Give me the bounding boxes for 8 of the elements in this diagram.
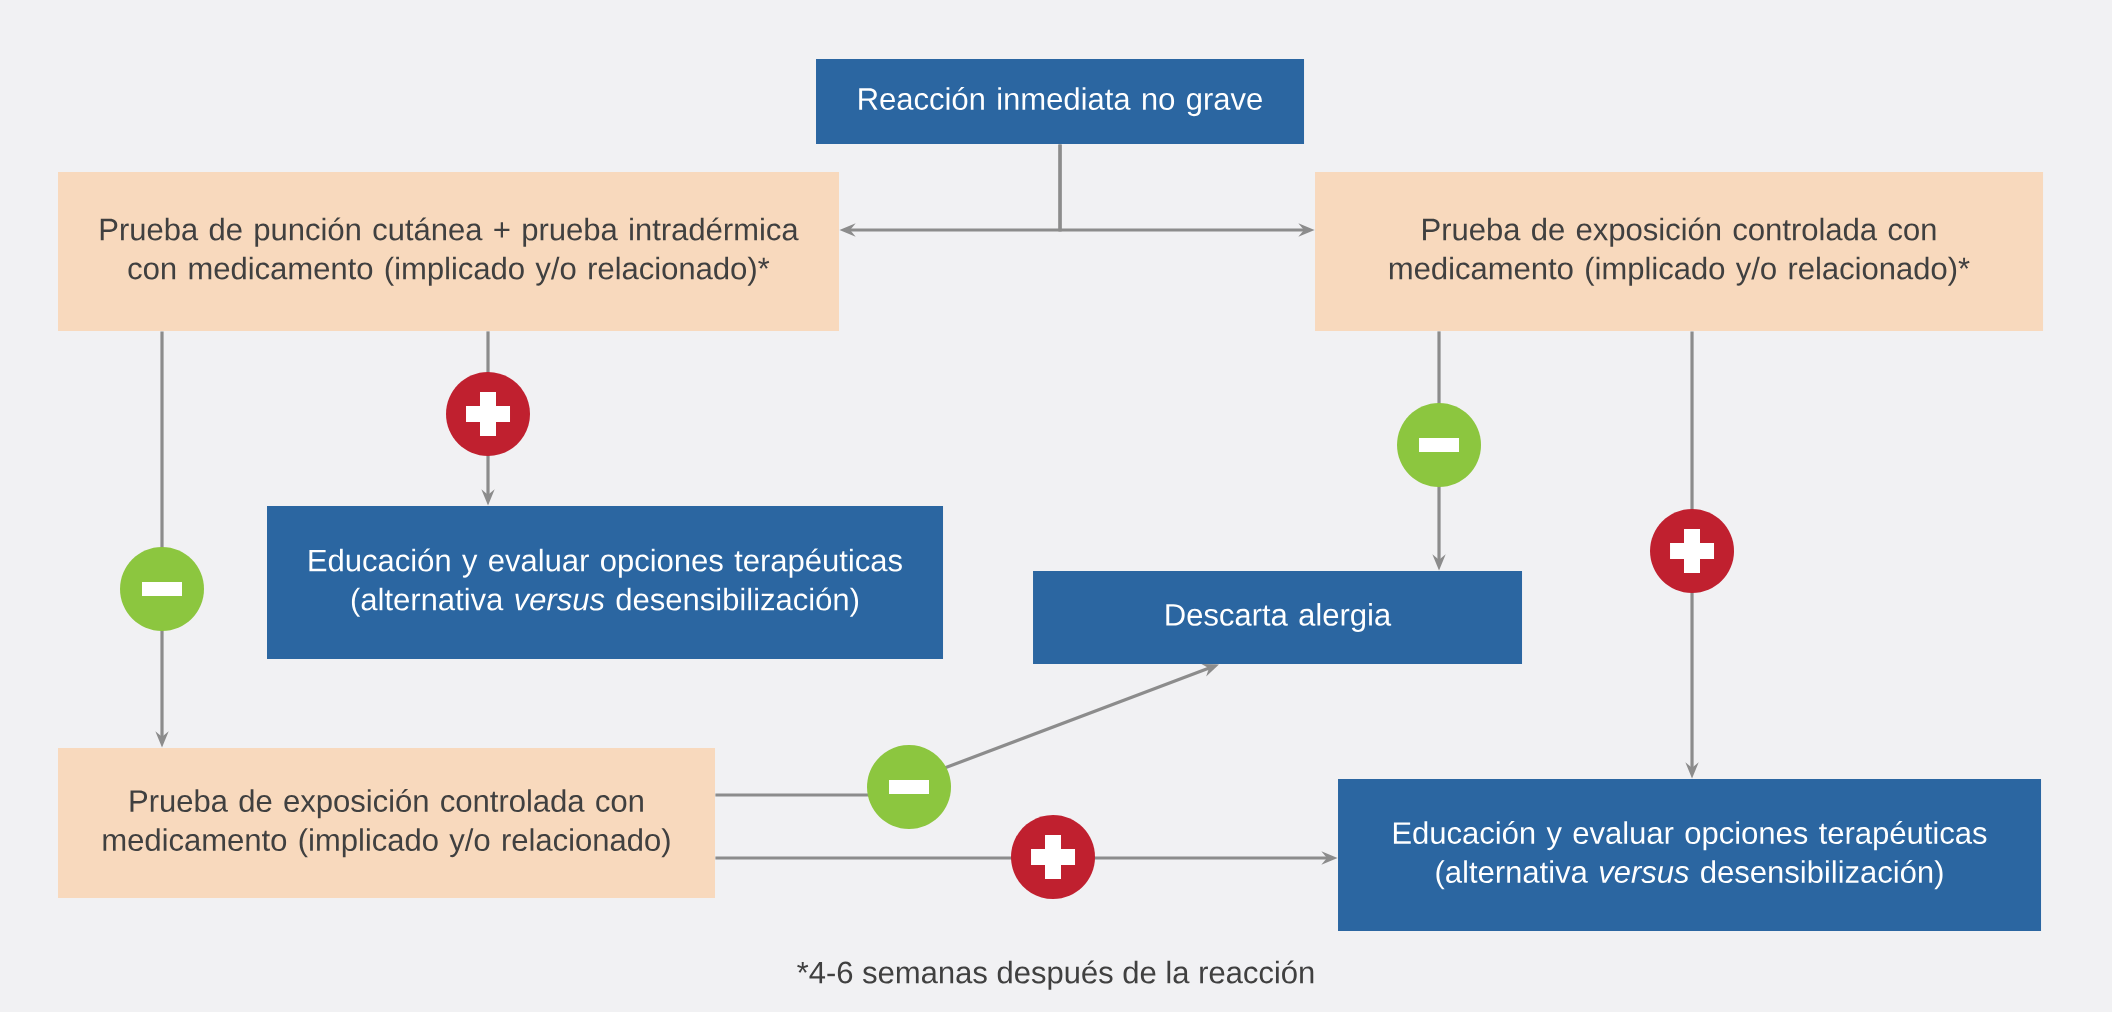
result-box: Descarta alergia <box>1033 571 1523 664</box>
caption: *4-6 semanas después de la reacción <box>797 960 1314 990</box>
result-box: Educación y evaluar opciones terapéuticas (alternativa versus desensibilización) <box>1338 779 2042 931</box>
process-box: Prueba de exposición controlada con medicamento (implicado y/o relacionado)* <box>1315 172 2044 331</box>
result-box: Educación y evaluar opciones terapéuticas (alternativa versus desensibilización) <box>267 506 943 659</box>
result-box: Reacción inmediata no grave <box>816 59 1304 144</box>
process-box: Prueba de punción cutánea + prueba intradérmica con medicamento (implicado y/o relacionado)* <box>58 172 839 331</box>
process-box: Prueba de exposición controlada con medicamento (implicado y/o relacionado) <box>58 748 715 898</box>
